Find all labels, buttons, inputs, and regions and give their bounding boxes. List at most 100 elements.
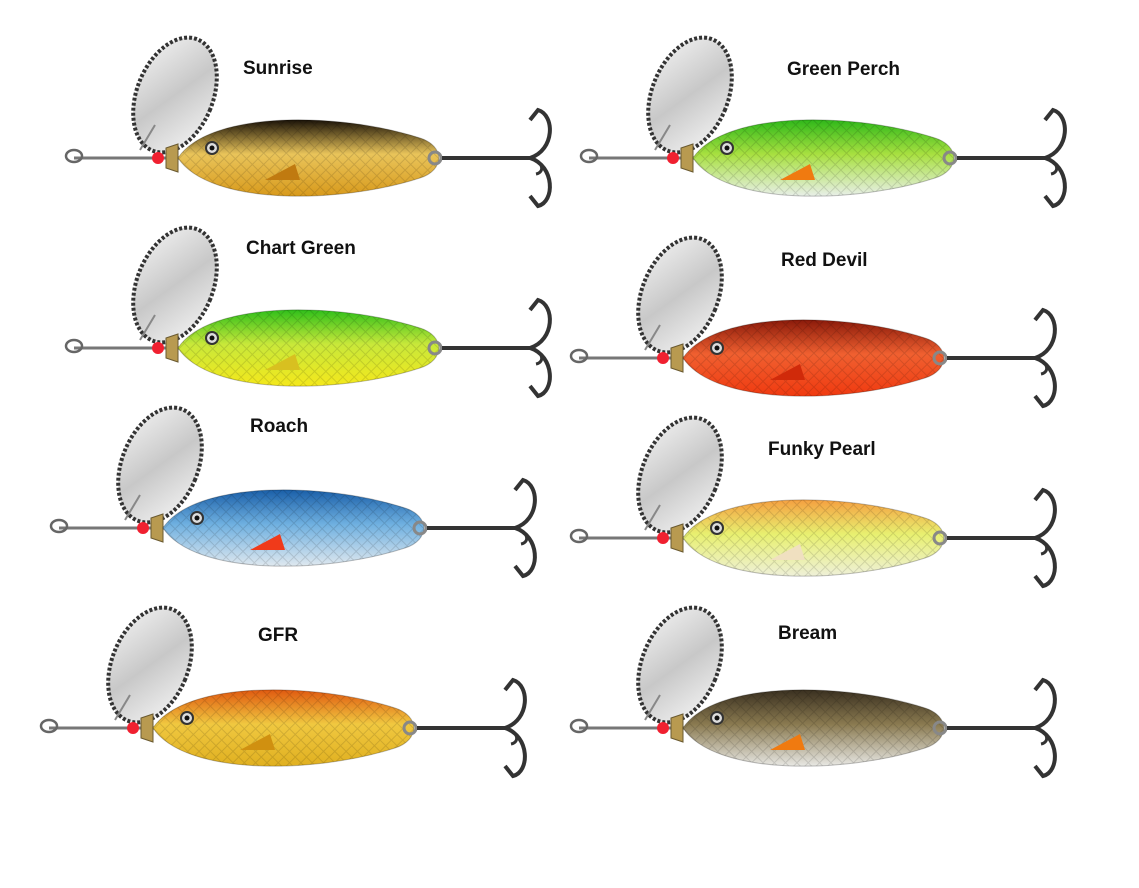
scale-pattern [683,319,944,397]
lure-image [569,415,1057,589]
red-bead [667,152,679,164]
line-tie-loop [579,148,599,164]
blade-clevis [644,504,661,531]
red-bead [657,352,669,364]
spinner-blade [636,235,724,355]
spinner-blade [131,225,219,345]
scale-pattern [683,499,944,577]
blade-clevis [139,314,156,341]
lure-pupil [194,515,200,521]
lure-image [579,35,1067,209]
lure-label: Bream [778,623,838,644]
lure-image [49,405,537,579]
lure-image [569,235,1057,409]
lure-pupil [714,525,720,531]
lure-fin [770,734,805,750]
blade-clevis [124,494,141,521]
spinner-blade [646,35,734,155]
lure-green-perch: Green Perch [575,35,1075,240]
split-ring [942,150,958,166]
blade-clevis [114,694,131,721]
lure-label: Funky Pearl [768,439,876,460]
lure-roach: Roach [45,405,545,610]
red-bead [137,522,149,534]
hook-point-middle [529,156,544,176]
hook-point-up [1033,307,1057,360]
lure-gfr: GFR [35,605,535,810]
spinner-blade [116,405,204,525]
brass-cone [680,143,694,173]
lure-pupil [714,715,720,721]
lure-fin [780,164,815,180]
scale-pattern [683,689,944,767]
lure-label: GFR [258,625,299,646]
red-bead [152,342,164,354]
scale-pattern [153,689,414,767]
spinner-blade [636,415,724,535]
line-tie-loop [569,718,589,734]
split-ring [412,520,428,536]
hook-point-middle [1034,536,1049,556]
split-ring [427,340,443,356]
scale-pattern [693,119,954,197]
lure-sunrise: Sunrise [60,35,560,240]
spinner-blade [131,35,219,155]
lure-fin [770,364,805,380]
line-tie-loop [64,148,84,164]
scale-pattern [178,119,439,197]
lure-chart-green: Chart Green [60,225,560,430]
brass-cone [670,343,684,373]
line-tie-loop [49,518,69,534]
scale-pattern [178,309,439,387]
red-bead [152,152,164,164]
hook-point-up [1033,677,1057,730]
split-ring [932,530,948,546]
lure-label: Sunrise [243,58,313,79]
line-tie-loop [569,348,589,364]
lure-pupil [209,335,215,341]
lure-pupil [714,345,720,351]
hook-point-up [1033,487,1057,540]
hook-point-up [503,677,527,730]
lure-pupil [184,715,190,721]
hook-point-middle [1044,156,1059,176]
hook-point-up [528,297,552,350]
lure-fin [240,734,275,750]
lure-pupil [209,145,215,151]
line-tie-loop [569,528,589,544]
brass-cone [670,713,684,743]
hook-point-up [513,477,537,530]
hook-point-up [1043,107,1067,160]
blade-clevis [644,694,661,721]
lure-red-devil: Red Devil [565,235,1065,440]
lure-bream: Bream [565,605,1065,810]
lure-image [64,35,552,209]
lure-label: Roach [250,416,309,437]
line-tie-loop [64,338,84,354]
brass-cone [165,143,179,173]
lure-pupil [724,145,730,151]
spinner-blade [106,605,194,725]
lure-label: Chart Green [246,238,356,259]
lure-fin [770,544,805,560]
lure-label: Red Devil [781,250,868,271]
split-ring [932,350,948,366]
lure-label: Green Perch [787,59,900,80]
hook-point-middle [504,726,519,746]
scale-pattern [163,489,424,567]
lure-fin [265,354,300,370]
blade-clevis [139,124,156,151]
hook-point-middle [529,346,544,366]
hook-point-middle [1034,726,1049,746]
lure-fin [265,164,300,180]
split-ring [932,720,948,736]
brass-cone [140,713,154,743]
lure-funky-pearl: Funky Pearl [565,415,1065,620]
spinner-blade [636,605,724,725]
split-ring [402,720,418,736]
lure-fin [250,534,285,550]
lure-image [569,605,1057,779]
red-bead [127,722,139,734]
blade-clevis [654,124,671,151]
hook-point-middle [514,526,529,546]
